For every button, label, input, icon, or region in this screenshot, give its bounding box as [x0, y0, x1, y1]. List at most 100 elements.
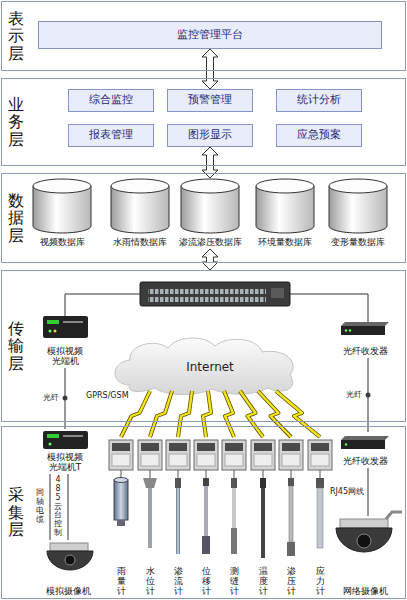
cylinder-top: [33, 179, 91, 193]
module-label: 统计分析: [297, 94, 341, 106]
device-node: 模拟视频光端机: [35, 312, 95, 368]
optical-transceiver-device: [43, 431, 88, 449]
layer-title: 采集层: [8, 486, 24, 539]
flow-arrow: [202, 249, 218, 270]
switch-wire: [65, 294, 140, 316]
logger: [279, 440, 303, 478]
module-label: 预警管理: [188, 94, 232, 106]
network-label: GPRS/GSM: [86, 392, 129, 401]
device-label: 光纤收发器: [330, 457, 400, 467]
layer-title: 传输层: [8, 320, 24, 373]
joint-meter: [231, 478, 237, 554]
logger: [109, 440, 133, 478]
camera-arm: [386, 512, 402, 519]
device-body: [341, 440, 385, 449]
module-box: 统计分析: [276, 89, 362, 112]
device-body: [43, 316, 88, 338]
layer-band: 数据层视频数据库水雨情数据库渗流渗压数据库环境量数据库变形量数据库: [1, 173, 406, 263]
layer-title: 数据层: [8, 192, 24, 245]
device-led: [345, 443, 347, 445]
internet-cloud: [115, 338, 293, 395]
device-label: 模拟视频光端机T: [45, 453, 85, 473]
thermometer: [260, 478, 266, 558]
device-node: 模拟视频光端机T: [35, 429, 95, 474]
cloud-label: Internet: [186, 361, 234, 374]
flow-arrow: [202, 49, 218, 89]
logger: [138, 440, 162, 478]
sensor-label: 应力计: [316, 567, 325, 597]
device-led: [49, 330, 52, 333]
device-node: 视频数据库: [22, 178, 102, 249]
device-top: [341, 322, 389, 326]
water-level-gauge: [143, 478, 157, 548]
camera-mount: [50, 543, 88, 551]
device-label: 视频数据库: [22, 238, 102, 248]
device-node: 光纤收发器: [330, 318, 400, 358]
cylinder-top: [329, 179, 387, 193]
sensor-node: 雨量计: [109, 476, 133, 598]
module-box: 综合监控: [68, 89, 154, 112]
seepage-gauge: [175, 478, 181, 554]
sensor-node: 渗流计: [166, 476, 190, 598]
module-box: 监控管理平台: [38, 21, 382, 49]
sensor-node: 位移计: [194, 476, 218, 598]
logger: [194, 440, 218, 478]
database-cylinders: [33, 179, 387, 233]
device-panel: [63, 321, 83, 323]
sensor-node: 测缝计: [222, 476, 246, 598]
sensor-label: 测缝计: [230, 567, 239, 597]
camera-dome: [47, 551, 93, 570]
sensor-label: 水位计: [146, 567, 155, 597]
module-label: 监控管理平台: [177, 29, 243, 41]
stress-gauge: [316, 478, 324, 548]
device-body: [341, 326, 385, 335]
cable-line: [68, 474, 69, 540]
edge-label-holder: 485云台控制: [54, 476, 62, 538]
device-panel: [47, 320, 59, 324]
cable-label: 光纤: [43, 394, 59, 403]
edge-label-holder: 光纤: [43, 394, 59, 403]
camera-lens: [65, 555, 75, 565]
module-label: 应急预案: [297, 129, 341, 141]
sensor-node: 温度计: [251, 476, 275, 598]
cable-label: RJ45网线: [330, 488, 364, 497]
device-label: 模拟摄像机: [28, 587, 108, 597]
cable-label: 485云台控制: [54, 476, 62, 538]
logger: [308, 440, 332, 478]
cable-line: [50, 474, 51, 540]
sensor-label: 渗流计: [174, 567, 183, 597]
analog-camera: [47, 543, 93, 570]
switch-ports: [148, 286, 266, 302]
sensors: [114, 478, 324, 559]
layer-title: 业务层: [8, 96, 24, 149]
device-panel: [63, 435, 83, 437]
layer-title: 表示层: [8, 10, 24, 63]
device-node: 模拟摄像机: [28, 540, 108, 598]
cloud-node: Internet: [160, 355, 260, 381]
module-box: 报表管理: [68, 124, 154, 147]
device-panel: [47, 434, 59, 438]
optical-transceiver-device: [43, 316, 88, 338]
device-node: 水雨情数据库: [100, 178, 180, 249]
camera-lens: [357, 534, 371, 548]
device-led: [54, 330, 57, 333]
edge-label-holder: 光纤: [346, 391, 362, 400]
device-label: 模拟视频光端机: [45, 347, 85, 367]
cable-line: [368, 468, 369, 516]
network-switch: [140, 282, 290, 306]
cable-label: 光纤: [346, 391, 362, 400]
displacement-gauge: [202, 478, 210, 554]
camera-mount: [340, 519, 388, 528]
device-label: 网络摄像机: [325, 587, 405, 597]
data-loggers: [109, 440, 332, 478]
device-node: 环境量数据库: [245, 178, 325, 249]
fiber-transceiver-device: [341, 322, 389, 335]
switch-wire: [290, 294, 368, 322]
cylinder-top: [111, 179, 169, 193]
cable-line: [368, 358, 369, 432]
device-body: [43, 431, 88, 449]
module-label: 报表管理: [89, 129, 133, 141]
sensor-node: 渗压计: [279, 476, 303, 598]
device-label: 渗流渗压数据库: [170, 238, 250, 248]
sensor-label: 渗压计: [287, 567, 296, 597]
